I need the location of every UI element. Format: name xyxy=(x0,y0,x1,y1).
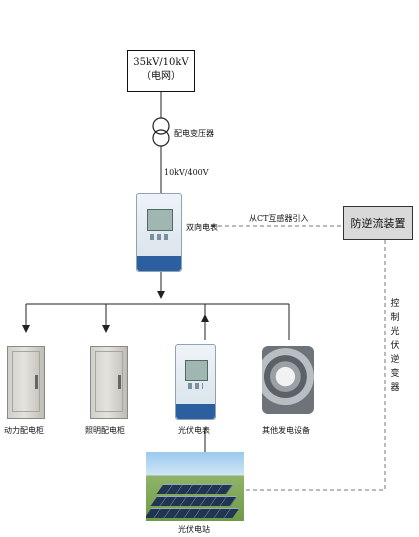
bidirectional-meter-label: 双向电表 xyxy=(186,223,218,232)
generator-label: 其他发电设备 xyxy=(262,426,310,435)
pv-meter-label: 光伏电表 xyxy=(178,426,210,435)
up-arrow-pv xyxy=(201,314,209,322)
down-arrow-lighting xyxy=(102,325,110,333)
pv-meter xyxy=(175,344,216,420)
bidirectional-meter xyxy=(136,193,182,272)
pv-station-label: 光伏电站 xyxy=(178,525,210,534)
control-inverter-text: 控制光伏逆变器 xyxy=(389,297,401,395)
lighting-cabinet-image xyxy=(90,346,128,419)
voltage-label: 10kV/400V xyxy=(164,168,209,177)
grid-label-text: （电网） xyxy=(141,71,181,82)
transformer-secondary-coil xyxy=(152,129,170,147)
down-arrow-main xyxy=(157,291,165,299)
grid-source-box: 35kV/10kV （电网） xyxy=(127,50,195,92)
lighting-cabinet-label: 照明配电柜 xyxy=(85,426,125,435)
transformer-primary-coil xyxy=(152,117,170,135)
pv-station-photo xyxy=(146,452,244,521)
grid-voltage-text: 35kV/10kV xyxy=(133,57,189,68)
power-cabinet-label: 动力配电柜 xyxy=(4,426,44,435)
meter-display xyxy=(146,209,174,232)
transformer-label: 配电变压器 xyxy=(174,129,214,138)
generator-image xyxy=(262,346,314,414)
down-arrow-power xyxy=(22,325,30,333)
anti-reverse-device-label: 防逆流装置 xyxy=(350,217,406,230)
ct-label: 从CT互感器引入 xyxy=(249,214,309,223)
anti-reverse-device-box: 防逆流装置 xyxy=(343,206,413,240)
power-cabinet-image xyxy=(7,346,45,419)
control-dashed-line xyxy=(244,240,386,491)
